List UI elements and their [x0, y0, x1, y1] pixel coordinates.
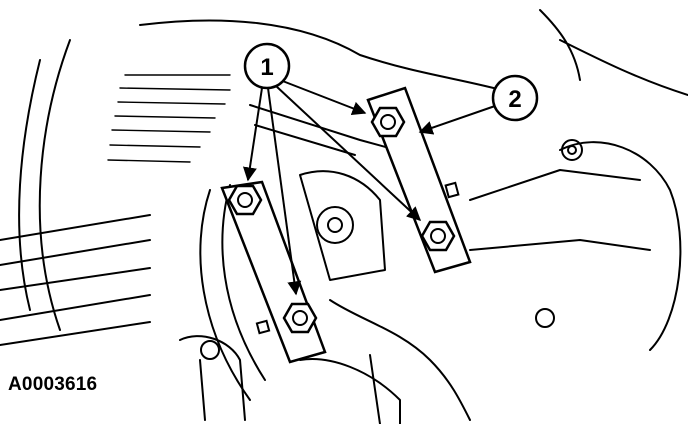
bolt-lower-left — [282, 302, 318, 334]
bolt-upper-right — [370, 106, 406, 138]
upper-housing — [139, 19, 521, 96]
bracket-right-slot — [444, 181, 460, 199]
callout-1-label: 1 — [260, 54, 273, 81]
lower-center — [299, 354, 401, 424]
right-arm — [469, 169, 651, 251]
callout-1: 1 — [243, 42, 291, 90]
bracket-left-slot — [255, 319, 271, 335]
bottom-left-part — [179, 335, 246, 421]
inner-arc — [199, 184, 266, 401]
bottom-left-stud — [200, 340, 220, 360]
right-joint-housing — [559, 141, 682, 351]
figure-id-label: A0003616 — [8, 374, 98, 395]
right-curve — [539, 9, 688, 96]
lower-housing — [329, 299, 471, 421]
hatch-area — [107, 74, 231, 163]
center-boss — [316, 206, 354, 244]
bolt-lower-right — [420, 220, 456, 252]
callout-2-leader — [418, 105, 496, 135]
callout-1-leaders — [242, 79, 422, 296]
callout-2: 2 — [491, 74, 539, 122]
shaft-lines-left — [0, 214, 151, 346]
upper-right-pivot — [561, 139, 583, 161]
center-bracket — [299, 170, 386, 281]
lower-right-pivot — [535, 308, 555, 328]
housing-outline-left — [18, 39, 71, 331]
callout-2-label: 2 — [508, 86, 521, 113]
upper-right-pivot-center — [567, 145, 577, 155]
bolt-upper-left — [227, 184, 263, 216]
center-bolt — [327, 217, 343, 233]
